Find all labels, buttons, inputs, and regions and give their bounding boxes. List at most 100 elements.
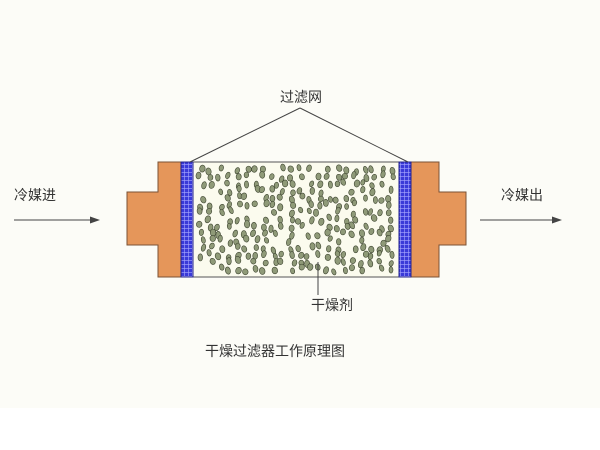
desiccant-pellet [281,179,289,188]
desiccant-pellet [286,238,292,246]
desiccant-pellet [323,172,330,180]
desiccant-pellet [206,249,212,257]
desiccant-pellet [225,171,231,179]
desiccant-pellet [245,252,252,260]
desiccant-pellet [200,236,206,244]
desiccant-pellet [295,245,301,253]
desiccant-pellet [236,185,242,193]
desiccant-pellet [342,266,348,275]
inlet-arrow [14,216,100,224]
desiccant-pellet [378,264,385,272]
desiccant-pellet [259,171,266,179]
desiccant-pellet [241,245,248,253]
refrigerant-out-label: 冷媒出 [501,188,543,204]
desiccant-pellet [289,180,296,188]
desiccant-pellet [327,235,333,242]
desiccant-pellet [368,245,375,254]
desiccant-pellet [387,224,394,233]
desiccant-pellet [314,232,321,240]
desiccant-pellet [271,266,278,275]
desiccant-pellet [226,257,232,266]
desiccant-pellet [290,189,296,197]
desiccant-pellet [277,222,284,230]
desiccant-pellet [263,199,270,208]
desiccant-pellet [224,179,230,187]
desiccant-pellet [348,230,355,238]
desiccant-pellet [243,234,250,243]
outlet-arrow [480,216,562,224]
desiccant-pellet [296,164,302,172]
desiccant-pellet [315,172,322,181]
filter-screen-left [180,161,194,278]
desiccant-pellet [207,174,214,181]
desiccant-pellet [367,208,373,216]
desiccant-pellet [370,214,378,222]
desiccant-pellet [332,196,339,204]
desiccant-pellet [335,206,341,215]
desiccant-pellet [341,173,349,180]
desiccant-pellet [263,216,269,224]
desiccant-pellet [309,180,315,187]
desiccant-pellet [352,216,359,224]
desiccant-pellet [196,207,203,215]
desiccant-pellet [298,263,305,271]
desiccant-pellet [280,163,286,172]
desiccant-pellet [340,251,346,259]
desiccant-pellet [379,180,385,188]
desiccant-pellet [336,164,343,172]
desiccant-pellet [351,199,358,207]
desiccant-pellet [242,268,249,276]
desiccant-pellet [326,213,332,221]
desiccant-pellet [318,217,325,226]
desiccant-pellet [200,243,207,252]
desiccant-pellet [250,258,257,265]
desiccant-pellet [289,251,295,259]
desiccant-pellet [206,208,213,215]
desiccant-pellet [209,257,216,265]
desiccant-pellet [376,258,382,265]
desiccant-pellet [324,165,331,173]
desiccant-pellet [276,193,283,201]
desiccant-pellet [359,236,365,244]
desiccant-pellet [208,181,215,189]
desiccant-pellet [200,196,207,204]
desiccant-pellet [384,244,391,253]
desiccant-pellet [343,195,350,203]
desiccant-pellet [299,192,306,200]
desiccant-pellet [323,266,329,275]
desiccant-pellet [363,174,370,183]
desiccant-pellet [326,245,332,253]
desiccant-pellet [269,185,276,193]
desiccant-pellet [307,263,314,271]
desiccant-label: 干燥剂 [311,298,353,314]
desiccant-pellet [254,235,261,244]
desiccant-pellet [371,173,377,181]
desiccant-pellet [288,209,295,218]
filter-screen-label: 过滤网 [280,90,322,106]
desiccant-pellet [317,195,324,203]
desiccant-pellet [378,197,385,204]
desiccant-pellet [234,167,240,175]
desiccant-pellet [385,234,392,243]
desiccant-pellet [240,192,248,200]
desiccant-pellet [309,187,315,195]
desiccant-pellet [209,235,216,242]
desiccant-pellet [299,173,305,181]
desiccant-pellet [334,256,341,265]
desiccant-pellet [251,165,258,173]
desiccant-pellet [215,173,221,182]
desiccant-pellet [362,208,369,216]
desiccant-pellet [348,264,355,272]
desiccant-pellet [340,178,346,186]
desiccant-pellet [201,181,207,190]
desiccant-pellet [298,206,304,214]
desiccant-pellet [244,180,249,189]
desiccant-pellet [291,259,298,267]
desiccant-pellet [244,202,250,210]
desiccant-pellet [250,229,256,237]
desiccant-pellet [333,225,340,233]
desiccant-pellet [218,164,224,172]
desiccant-pellet [288,224,295,232]
desiccant-pellet [287,165,294,173]
desiccant-pellet [214,252,222,261]
